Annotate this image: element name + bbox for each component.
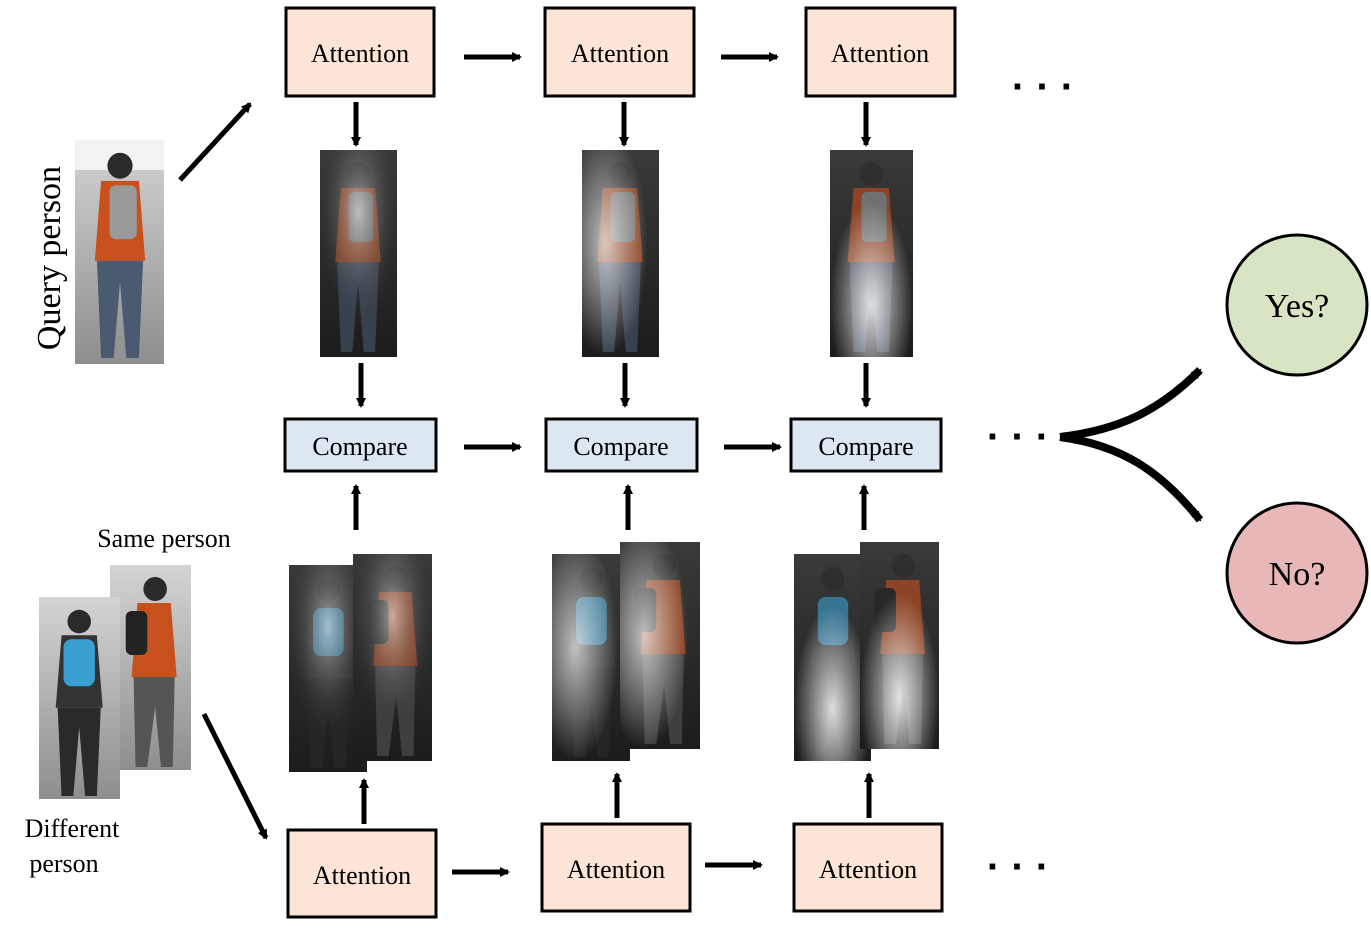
top-attention-box-2-label: Attention: [571, 39, 669, 68]
same-person-image: [110, 565, 191, 770]
arrow-to-yes: [1059, 367, 1203, 441]
ellipsis-compare: · · ·: [987, 415, 1049, 459]
no-outcome-label: No?: [1269, 556, 1326, 593]
candidate-attention-map-2: [552, 542, 700, 761]
query-attention-map-1: [320, 150, 397, 357]
compare-box-3-label: Compare: [818, 432, 913, 461]
compare-box-2-label: Compare: [573, 432, 668, 461]
bottom-attention-box-1: Attention: [286, 828, 438, 919]
different-person-label-line1: Different: [25, 814, 121, 843]
compare-box-3: Compare: [789, 417, 943, 473]
different-person-label-line2: person: [29, 849, 98, 878]
top-attention-box-3: Attention: [804, 6, 957, 98]
different-person-image: [39, 597, 120, 799]
ellipsis-bottom: · · ·: [987, 845, 1049, 889]
query-person-image: [75, 140, 164, 364]
same-person-label: Same person: [97, 524, 231, 553]
compare-box-2: Compare: [544, 417, 699, 473]
bottom-attention-box-1-label: Attention: [313, 861, 411, 890]
bottom-attention-box-2-label: Attention: [567, 855, 665, 884]
arrows: [178, 52, 1204, 877]
yes-outcome: Yes?: [1225, 233, 1369, 377]
candidate-attention-map-3: [794, 542, 939, 761]
compare-box-1-label: Compare: [312, 432, 407, 461]
top-attention-box-1: Attention: [284, 6, 436, 98]
bottom-attention-box-3: Attention: [792, 822, 944, 913]
ellipsis-top: · · ·: [1012, 65, 1074, 109]
query-person-label: Query person: [31, 166, 68, 350]
arrow-to-no: [1059, 433, 1204, 523]
no-outcome: No?: [1225, 501, 1369, 645]
arrow-query-to-attention: [178, 102, 252, 182]
top-attention-box-3-label: Attention: [831, 39, 929, 68]
yes-outcome-label: Yes?: [1265, 288, 1330, 325]
candidate-attention-map-1: [289, 554, 432, 772]
bottom-attention-box-2: Attention: [540, 822, 692, 913]
arrow-candidate-to-attention: [201, 712, 269, 840]
top-attention-box-2: Attention: [543, 6, 696, 98]
top-attention-box-1-label: Attention: [311, 39, 409, 68]
compare-box-1: Compare: [283, 417, 438, 473]
bottom-attention-box-3-label: Attention: [819, 855, 917, 884]
query-attention-map-2: [582, 150, 659, 357]
query-attention-map-3: [830, 150, 913, 357]
